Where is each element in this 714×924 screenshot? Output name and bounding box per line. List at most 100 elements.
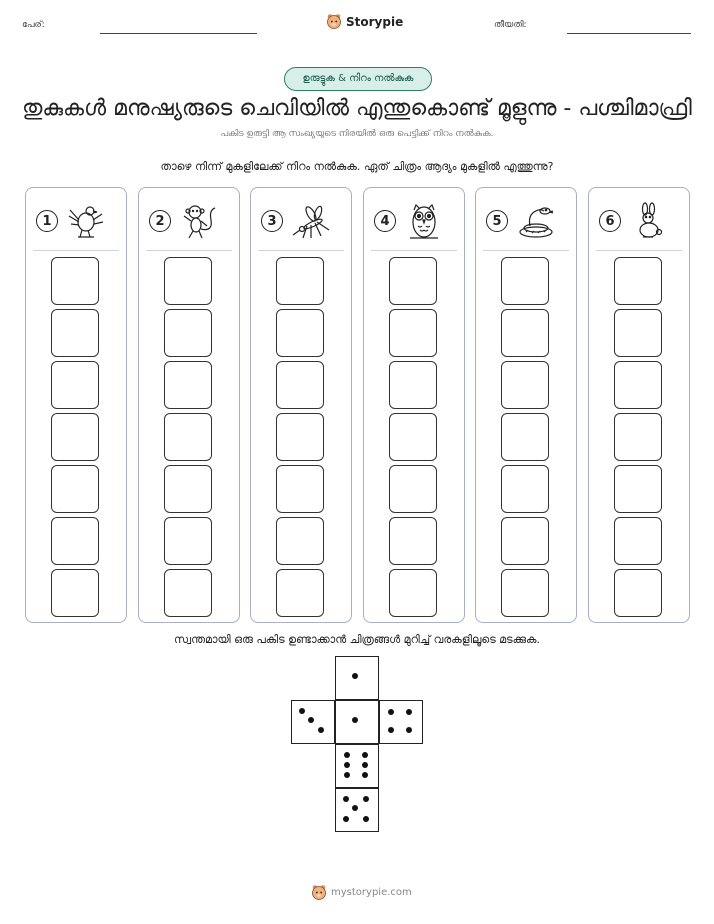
column-number: 5 <box>486 210 508 232</box>
die-pip <box>362 762 368 768</box>
color-box[interactable] <box>614 309 662 357</box>
snake-icon <box>519 207 554 238</box>
color-box[interactable] <box>51 465 99 513</box>
color-box[interactable] <box>501 257 549 305</box>
color-box[interactable] <box>164 413 212 461</box>
color-box[interactable] <box>164 569 212 617</box>
color-box[interactable] <box>389 361 437 409</box>
color-box[interactable] <box>51 309 99 357</box>
color-box[interactable] <box>389 465 437 513</box>
color-box[interactable] <box>614 517 662 565</box>
color-box[interactable] <box>276 465 324 513</box>
die-pip <box>343 816 349 822</box>
die-face-top <box>335 656 379 700</box>
color-box[interactable] <box>389 413 437 461</box>
column-4: 4 <box>363 187 465 623</box>
die-pip <box>388 709 394 715</box>
color-box[interactable] <box>614 413 662 461</box>
die-face-back <box>335 788 379 832</box>
activity-badge: ഉരുട്ടുക & നിറം നൽകുക <box>284 67 432 91</box>
color-box[interactable] <box>614 257 662 305</box>
page-title: തുകുകൾ മനുഷ്യരുടെ ചെവിയിൽ എന്തുകൊണ്ട് മൂ… <box>22 96 692 121</box>
column-divider <box>146 250 232 251</box>
storypie-mascot-icon <box>327 14 341 29</box>
color-box[interactable] <box>51 569 99 617</box>
color-box[interactable] <box>389 257 437 305</box>
color-box[interactable] <box>501 569 549 617</box>
column-5: 5 <box>475 187 577 623</box>
column-divider <box>596 250 682 251</box>
brand-logo: Storypie <box>326 13 403 30</box>
color-box[interactable] <box>51 517 99 565</box>
color-box[interactable] <box>614 361 662 409</box>
monkey-icon <box>183 205 216 239</box>
color-box[interactable] <box>164 309 212 357</box>
die-pip <box>352 717 358 723</box>
brand-name: Storypie <box>346 14 404 29</box>
bird-icon <box>68 206 104 238</box>
footer-url[interactable]: mystorypie.com <box>331 887 412 898</box>
color-box[interactable] <box>276 309 324 357</box>
owl-icon <box>410 203 438 239</box>
color-box[interactable] <box>51 257 99 305</box>
date-label: തീയതി: <box>494 20 527 30</box>
die-pip <box>352 805 358 811</box>
color-box[interactable] <box>164 517 212 565</box>
name-line[interactable] <box>100 33 257 34</box>
color-box[interactable] <box>276 569 324 617</box>
color-box[interactable] <box>501 517 549 565</box>
die-pip <box>308 717 314 723</box>
footer: mystorypie.com <box>311 884 412 901</box>
cube-instruction: സ്വന്തമായി ഒരു പകിട ഉണ്ടാക്കാൻ ചിത്രങ്ങൾ… <box>174 633 540 646</box>
die-pip <box>388 727 394 733</box>
color-box[interactable] <box>501 465 549 513</box>
color-box[interactable] <box>389 569 437 617</box>
color-box[interactable] <box>164 465 212 513</box>
color-box[interactable] <box>51 361 99 409</box>
column-divider <box>483 250 569 251</box>
color-box[interactable] <box>501 413 549 461</box>
die-pip <box>344 762 350 768</box>
color-box[interactable] <box>51 413 99 461</box>
storypie-mascot-icon <box>312 885 326 900</box>
die-pip <box>363 796 369 802</box>
color-box[interactable] <box>389 517 437 565</box>
color-box[interactable] <box>276 413 324 461</box>
page-subtitle: പകിട ഉരുട്ടി ആ സംഖ്യയുടെ നിരയിൽ ഒരു പെട്… <box>220 129 494 139</box>
color-box[interactable] <box>389 309 437 357</box>
die-pip <box>362 772 368 778</box>
name-label: പേര്: <box>22 20 45 30</box>
mosquito-icon <box>292 205 330 239</box>
die-pip <box>318 727 324 733</box>
rabbit-icon <box>639 202 663 238</box>
color-box[interactable] <box>164 361 212 409</box>
color-box[interactable] <box>276 361 324 409</box>
die-pip <box>344 772 350 778</box>
color-box[interactable] <box>276 517 324 565</box>
color-box[interactable] <box>276 257 324 305</box>
column-divider <box>258 250 344 251</box>
color-box[interactable] <box>614 465 662 513</box>
column-number: 2 <box>149 210 171 232</box>
color-box[interactable] <box>164 257 212 305</box>
color-box[interactable] <box>501 309 549 357</box>
date-line[interactable] <box>567 33 691 34</box>
coloring-instruction: താഴെ നിന്ന് മുകളിലേക്ക് നിറം നൽകുക. ഏത് … <box>160 160 554 173</box>
die-pip <box>362 752 368 758</box>
column-number: 3 <box>261 210 283 232</box>
color-box[interactable] <box>501 361 549 409</box>
die-pip <box>363 816 369 822</box>
die-face-left <box>291 700 335 744</box>
column-number: 4 <box>374 210 396 232</box>
column-divider <box>33 250 119 251</box>
die-pip <box>352 673 358 679</box>
column-6: 6 <box>588 187 690 623</box>
column-2: 2 <box>138 187 240 623</box>
die-pip <box>344 752 350 758</box>
column-3: 3 <box>250 187 352 623</box>
die-pip <box>299 708 305 714</box>
column-divider <box>371 250 457 251</box>
column-1: 1 <box>25 187 127 623</box>
color-box[interactable] <box>614 569 662 617</box>
die-pip <box>406 727 412 733</box>
